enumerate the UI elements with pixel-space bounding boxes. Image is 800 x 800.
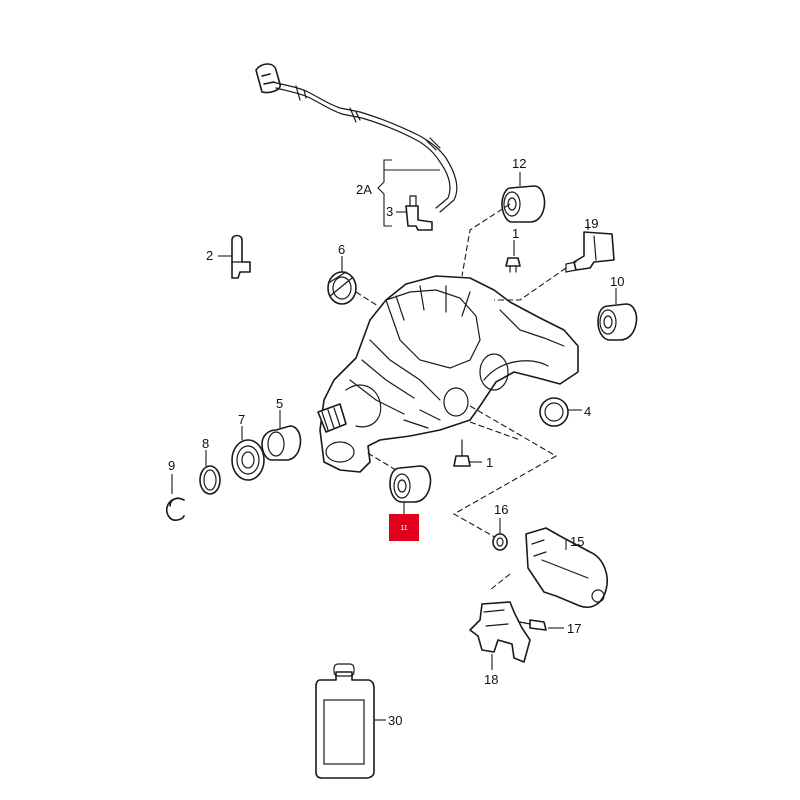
- callout-12: 12: [512, 156, 526, 171]
- dashed-assembly-line: [452, 405, 558, 541]
- seal-part-5[interactable]: [261, 410, 302, 461]
- group-bracket-2a: [377, 159, 440, 227]
- callout-6: 6: [338, 242, 345, 257]
- ring-part-8[interactable]: [199, 450, 221, 495]
- seal-ring-part-6[interactable]: [327, 256, 379, 307]
- oil-bottle-part-30[interactable]: [315, 663, 386, 779]
- seal-ring-part-4[interactable]: [539, 397, 582, 427]
- bushing-part-12[interactable]: [461, 172, 546, 277]
- callout-3: 3: [386, 204, 393, 219]
- callout-2: 2: [206, 248, 213, 263]
- breather-valve-part-2[interactable]: [218, 234, 251, 279]
- callout-19: 19: [584, 216, 598, 231]
- flange-part-7[interactable]: [231, 426, 265, 481]
- bushing-part-10[interactable]: [597, 288, 638, 341]
- breather-hose[interactable]: [255, 63, 458, 213]
- callout-11-label: 11: [400, 525, 407, 532]
- circlip-part-9[interactable]: [165, 474, 185, 521]
- callout-1-bottom: 1: [486, 455, 493, 470]
- callout-18: 18: [484, 672, 498, 687]
- bracket-part-18[interactable]: [469, 601, 531, 670]
- callout-8: 8: [202, 436, 209, 451]
- callout-15: 15: [570, 534, 584, 549]
- callout-16: 16: [494, 502, 508, 517]
- sensor-part-19[interactable]: [494, 222, 615, 301]
- callout-9: 9: [168, 458, 175, 473]
- o-ring-part-16[interactable]: [492, 518, 508, 551]
- callout-17: 17: [567, 621, 581, 636]
- callout-10: 10: [610, 274, 624, 289]
- plug-bolt-part-1-top[interactable]: [505, 240, 521, 273]
- callout-labels: 12 2A 3 19 1 6 2 10 5 4 7 8 1 9 16 15 17…: [168, 156, 624, 728]
- plug-bolt-part-1-bottom[interactable]: [453, 439, 482, 467]
- input-shaft: [317, 403, 347, 433]
- actuator-motor-part-15[interactable]: [489, 527, 608, 608]
- callout-4: 4: [584, 404, 591, 419]
- callout-7: 7: [238, 412, 245, 427]
- callout-30: 30: [388, 713, 402, 728]
- angle-fitting-part-3[interactable]: [396, 195, 433, 231]
- screw-part-17[interactable]: [519, 619, 564, 631]
- callout-5: 5: [276, 396, 283, 411]
- callout-part-11-highlight[interactable]: 11: [389, 514, 419, 541]
- bushing-part-11[interactable]: [365, 451, 432, 514]
- callout-1-top: 1: [512, 226, 519, 241]
- callout-2a: 2A: [356, 182, 372, 197]
- differential-housing[interactable]: [319, 275, 579, 473]
